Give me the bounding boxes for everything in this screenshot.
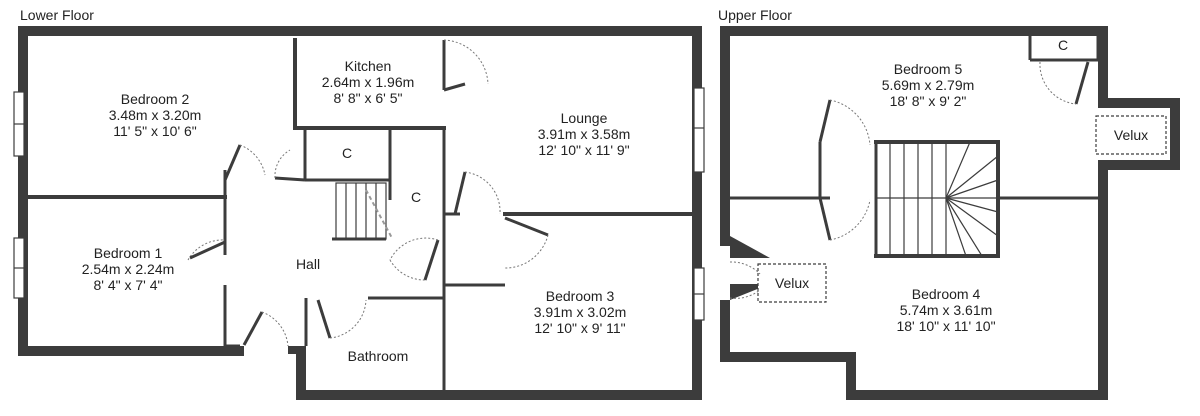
bedroom5-imperial: 18' 8" x 9' 2" bbox=[890, 93, 967, 109]
bedroom5-metric: 5.69m x 2.79m bbox=[882, 77, 975, 93]
bedroom1-label: Bedroom 1 bbox=[94, 245, 163, 261]
lower-floor-walls bbox=[18, 26, 702, 400]
bedroom4-metric: 5.74m x 3.61m bbox=[900, 302, 993, 318]
lower-floor-windows bbox=[13, 87, 705, 321]
upper-floor-walls bbox=[720, 26, 1180, 400]
upper-floor-doors bbox=[829, 99, 871, 241]
lower-floor-interior-walls bbox=[26, 38, 694, 390]
upper-floor-interior-walls bbox=[730, 36, 1100, 258]
bedroom5-label: Bedroom 5 bbox=[894, 61, 963, 77]
bedroom2-imperial: 11' 5" x 10' 6" bbox=[113, 123, 197, 139]
lower-floor-labels: Kitchen 2.64m x 1.96m 8' 8" x 6' 5" Bedr… bbox=[82, 58, 631, 364]
bedroom4-label: Bedroom 4 bbox=[912, 286, 981, 302]
kitchen-metric: 2.64m x 1.96m bbox=[322, 74, 415, 90]
lounge-imperial: 12' 10" x 11' 9" bbox=[538, 142, 629, 158]
upper-floor-title: Upper Floor bbox=[718, 7, 792, 23]
velux1-label: Velux bbox=[1114, 127, 1148, 143]
upper-floor-labels: C Bedroom 5 5.69m x 2.79m 18' 8" x 9' 2"… bbox=[775, 37, 1148, 334]
upper-floor-skylights bbox=[729, 115, 1167, 303]
bedroom1-imperial: 8' 4" x 7' 4" bbox=[94, 277, 163, 293]
lower-floor-doors bbox=[187, 39, 549, 347]
kitchen-imperial: 8' 8" x 6' 5" bbox=[334, 90, 403, 106]
bedroom4-imperial: 18' 10" x 11' 10" bbox=[896, 318, 995, 334]
bathroom-label: Bathroom bbox=[348, 348, 409, 364]
bedroom1-metric: 2.54m x 2.24m bbox=[82, 261, 175, 277]
bedroom2-label: Bedroom 2 bbox=[121, 91, 190, 107]
velux2-label: Velux bbox=[775, 275, 809, 291]
cupboard2-label: C bbox=[411, 189, 421, 205]
lower-floor-title: Lower Floor bbox=[20, 7, 94, 23]
lounge-metric: 3.91m x 3.58m bbox=[538, 126, 631, 142]
bedroom2-metric: 3.48m x 3.20m bbox=[109, 107, 202, 123]
hall-label: Hall bbox=[296, 256, 320, 272]
lower-floor-stairs bbox=[332, 182, 393, 241]
lounge-label: Lounge bbox=[561, 110, 608, 126]
upper-floor-stairs bbox=[876, 141, 999, 257]
bedroom3-metric: 3.91m x 3.02m bbox=[534, 304, 627, 320]
kitchen-label: Kitchen bbox=[345, 58, 392, 74]
upper-cupboard-label: C bbox=[1058, 37, 1068, 53]
bedroom3-imperial: 12' 10" x 9' 11" bbox=[534, 320, 625, 336]
bedroom3-label: Bedroom 3 bbox=[546, 288, 615, 304]
cupboard1-label: C bbox=[342, 145, 352, 161]
